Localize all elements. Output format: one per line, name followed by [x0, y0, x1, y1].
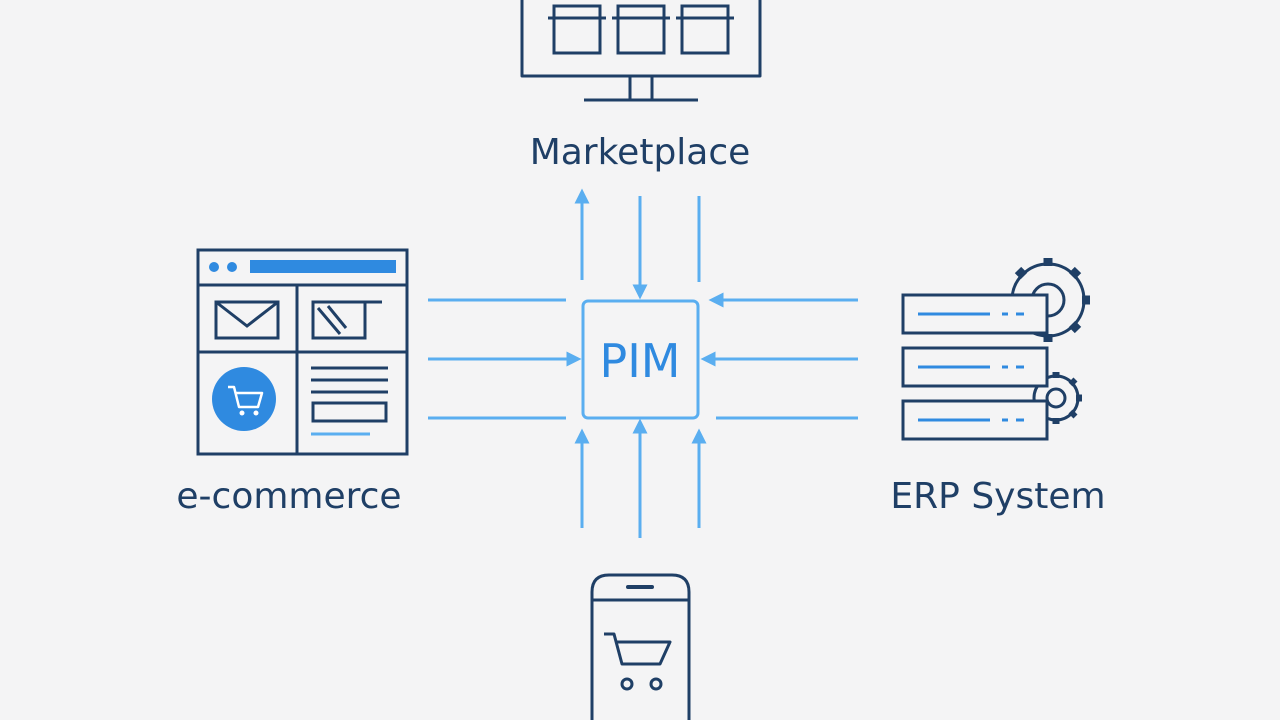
shopping-cart-icon	[212, 367, 276, 431]
smartphone-cart-icon	[590, 573, 691, 720]
window-dot-icon	[209, 262, 219, 272]
connectors	[428, 188, 858, 538]
web-shop-window-icon	[196, 248, 409, 456]
address-bar	[250, 260, 396, 273]
server-gears-icon	[901, 258, 1090, 441]
monitor-storefront-icon	[520, 0, 762, 102]
marketplace-label: Marketplace	[530, 132, 751, 173]
erp-label: ERP System	[890, 476, 1105, 517]
ecommerce-label: e-commerce	[176, 476, 401, 517]
envelope-icon	[214, 300, 280, 340]
pim-hub-box	[581, 299, 700, 420]
shopping-cart-icon	[604, 632, 672, 691]
image-placeholder-icon	[311, 300, 382, 340]
pim-hub-label: PIM	[600, 334, 681, 388]
server-rack	[901, 293, 1049, 441]
window-dot-icon	[227, 262, 237, 272]
gear-small-icon	[1032, 372, 1082, 424]
product-text-lines	[311, 366, 388, 436]
